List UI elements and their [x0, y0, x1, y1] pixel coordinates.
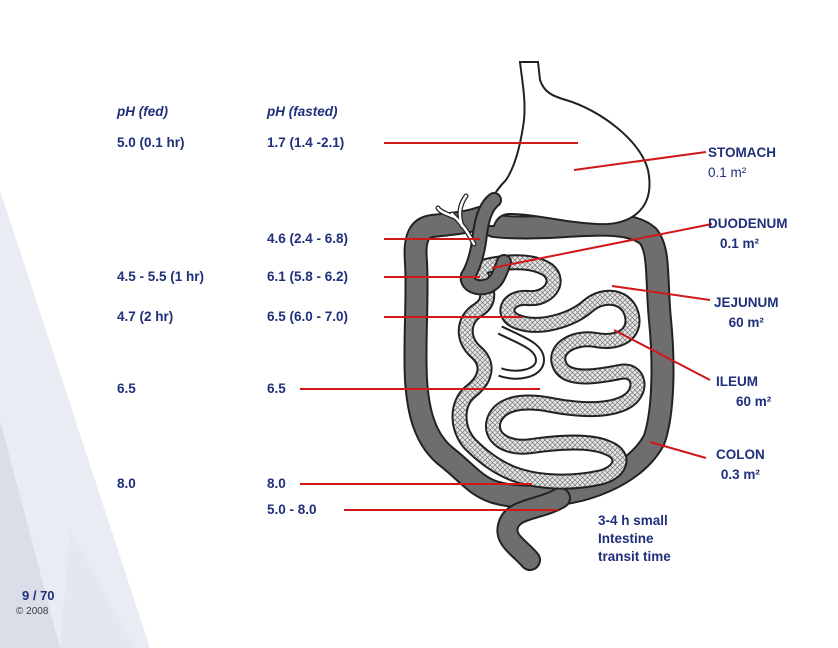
organ-area: 60 m²	[714, 313, 779, 333]
organ-area: 60 m²	[716, 392, 771, 412]
organ-area: 0.1 m²	[708, 163, 776, 183]
transit-note-line-3: transit time	[598, 548, 671, 566]
organ-label-ileum: ILEUM 60 m²	[716, 372, 771, 412]
ph-fed-colon: 8.0	[117, 476, 136, 491]
ph-fasted-rectum: 5.0 - 8.0	[267, 502, 317, 517]
header-ph-fed: pH (fed)	[117, 104, 168, 119]
small-intestine-shape	[460, 262, 638, 481]
organ-name: COLON	[716, 447, 765, 462]
ph-fasted-stomach: 1.7 (1.4 -2.1)	[267, 135, 344, 150]
organ-name: JEJUNUM	[714, 295, 779, 310]
organ-label-duodenum: DUODENUM 0.1 m²	[708, 214, 788, 254]
ph-fed-upper-jejunum: 4.5 - 5.5 (1 hr)	[117, 269, 204, 284]
organ-name: STOMACH	[708, 145, 776, 160]
slide-number: 9 / 70	[22, 588, 55, 603]
organ-area: 0.1 m²	[708, 234, 788, 254]
organ-area: 0.3 m²	[716, 465, 765, 485]
ph-fed-ileum: 6.5	[117, 381, 136, 396]
copyright: © 2008	[16, 606, 48, 617]
header-ph-fasted: pH (fasted)	[267, 104, 338, 119]
ph-fasted-upper-jejunum: 6.1 (5.8 - 6.2)	[267, 269, 348, 284]
organ-label-stomach: STOMACH 0.1 m²	[708, 143, 776, 183]
transit-note-line-2: Intestine	[598, 530, 671, 548]
ph-fed-stomach: 5.0 (0.1 hr)	[117, 135, 185, 150]
transit-time-note: 3-4 h small Intestine transit time	[598, 512, 671, 566]
organ-label-jejunum: JEJUNUM 60 m²	[714, 293, 779, 333]
ph-fasted-ileum: 6.5	[267, 381, 286, 396]
ph-fasted-duodenum: 4.6 (2.4 - 6.8)	[267, 231, 348, 246]
ph-fed-jejunum: 4.7 (2 hr)	[117, 309, 173, 324]
organ-name: DUODENUM	[708, 216, 788, 231]
transit-note-line-1: 3-4 h small	[598, 512, 671, 530]
ph-fasted-jejunum: 6.5 (6.0 - 7.0)	[267, 309, 348, 324]
organ-label-colon: COLON 0.3 m²	[716, 445, 765, 485]
ph-fasted-colon: 8.0	[267, 476, 286, 491]
organ-name: ILEUM	[716, 374, 758, 389]
